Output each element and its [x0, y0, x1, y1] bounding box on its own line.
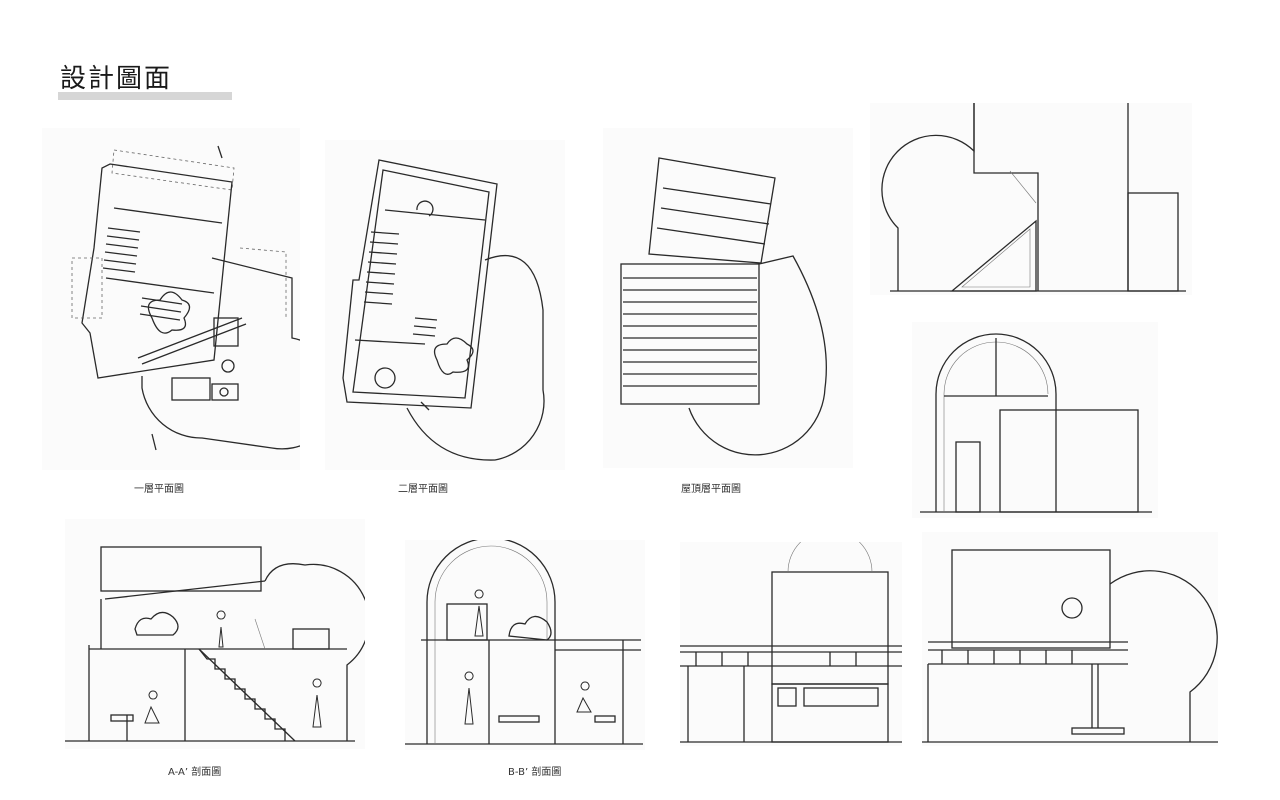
title-underline — [58, 92, 232, 100]
drawing-roof-plan — [603, 128, 853, 468]
drawing-elevation-3 — [680, 542, 902, 746]
drawing-floor1-plan — [42, 128, 300, 470]
caption-floor2: 二層平面圖 — [398, 484, 448, 495]
caption-roof: 屋頂層平面圖 — [681, 484, 741, 495]
page-title: 設計圖面 — [60, 64, 173, 94]
drawing-elevation-2 — [912, 322, 1158, 518]
drawing-section-aa — [65, 519, 365, 749]
caption-floor1: 一層平面圖 — [134, 484, 184, 495]
drawing-elevation-1 — [870, 103, 1192, 295]
caption-section-aa: A-A’ 剖面圖 — [168, 767, 222, 778]
drawing-elevation-4 — [922, 532, 1218, 746]
drawing-section-bb — [405, 540, 645, 750]
drawing-floor2-plan — [325, 140, 565, 470]
caption-section-bb: B-B’ 剖面圖 — [508, 767, 562, 778]
